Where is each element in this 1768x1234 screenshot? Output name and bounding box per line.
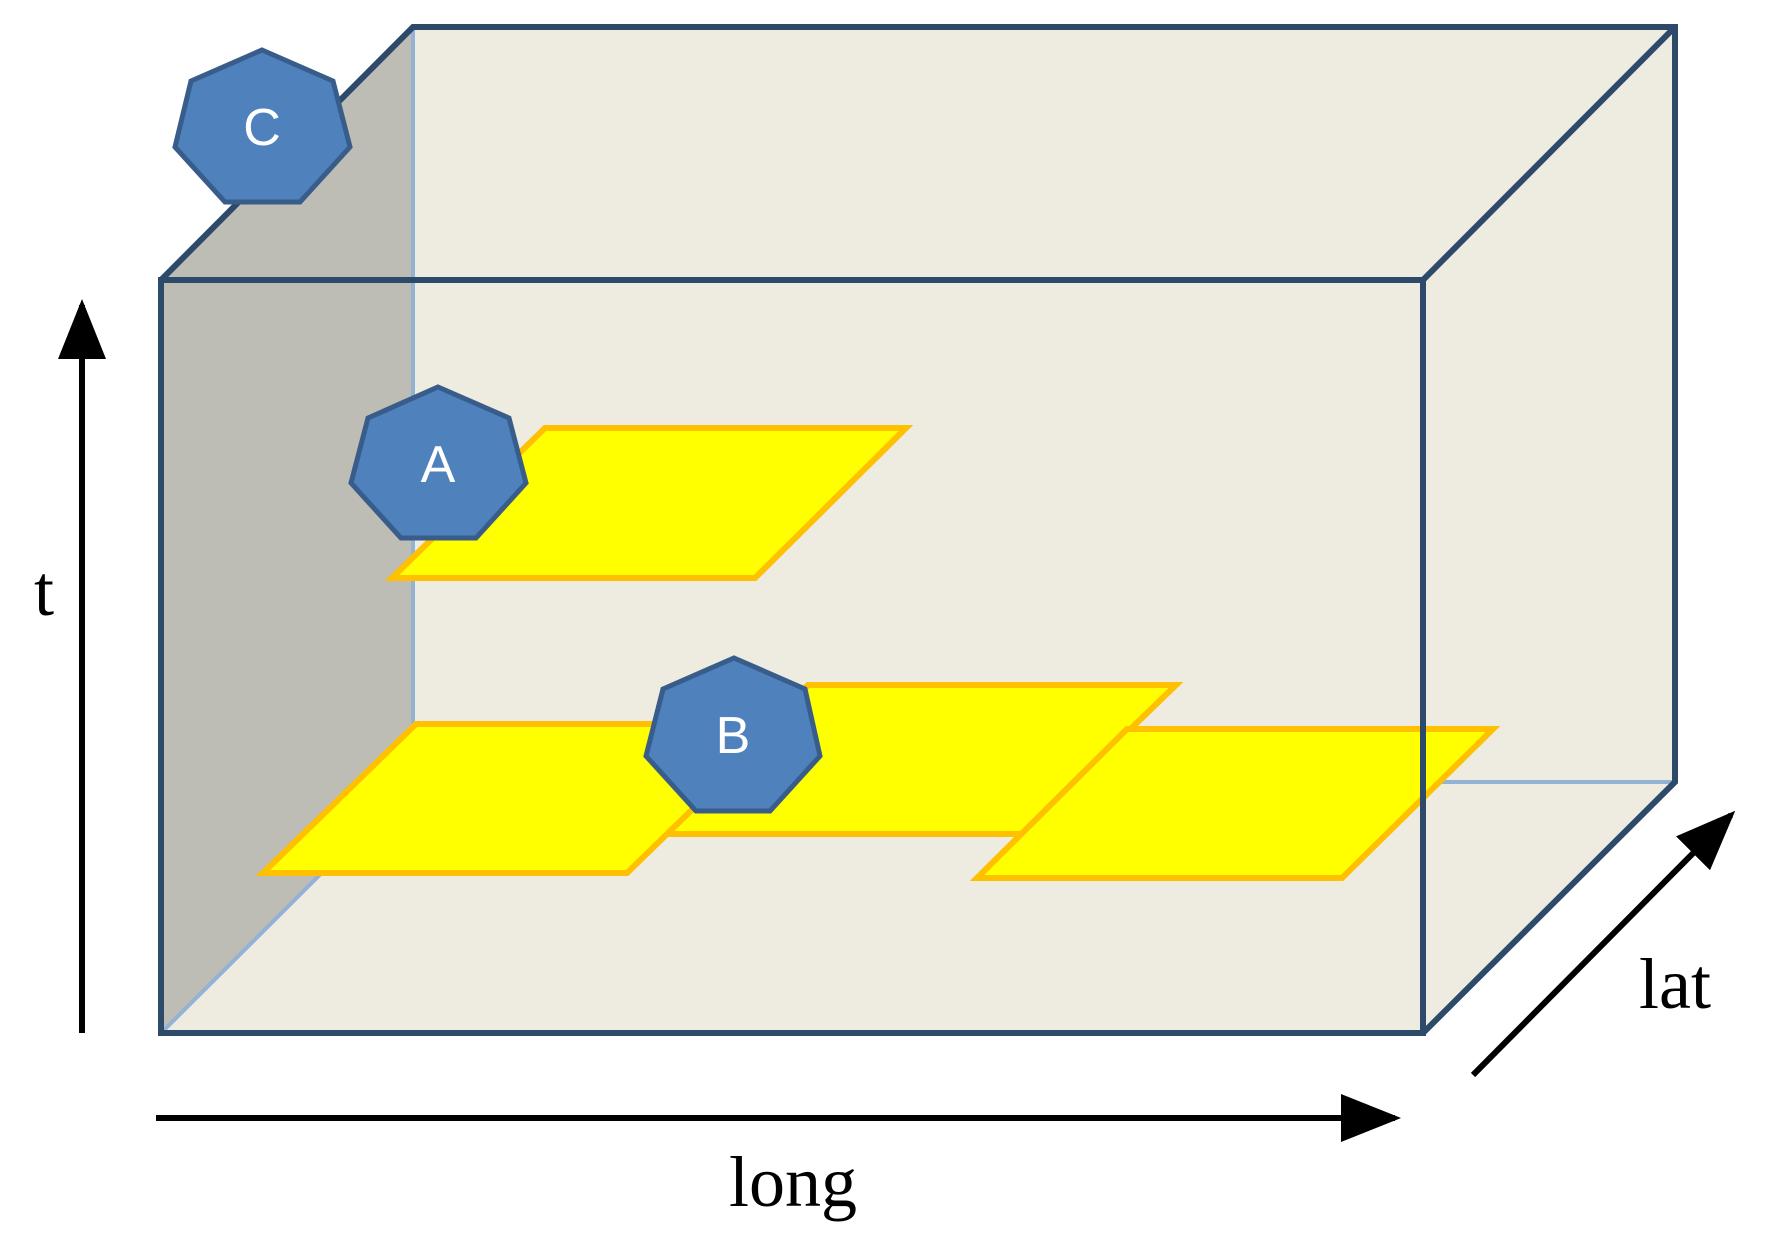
axis-long: long	[156, 1094, 1401, 1222]
axis-t: t	[34, 299, 106, 1033]
heptagon-c-shape	[172, 47, 353, 205]
marker-c-label: C	[243, 99, 281, 157]
axis-lat-arrow	[1470, 810, 1736, 1078]
heptagon-a-shape	[348, 384, 529, 541]
marker-b-label: B	[716, 707, 751, 765]
cube-top-face	[161, 27, 1675, 280]
cube-top-right-edge	[1420, 24, 1678, 283]
heptagon-b-shape	[643, 655, 823, 814]
marker-a: A	[348, 384, 529, 541]
axis-lat: lat	[1470, 810, 1736, 1078]
axis-lat-label: lat	[1639, 944, 1711, 1024]
marker-a-label: A	[421, 436, 456, 494]
axis-t-label: t	[34, 551, 54, 631]
plane-lower-right	[969, 726, 1501, 881]
axis-long-label: long	[729, 1142, 857, 1222]
cube	[159, 27, 1675, 1035]
marker-c: C	[172, 47, 353, 205]
marker-b: B	[643, 655, 823, 814]
